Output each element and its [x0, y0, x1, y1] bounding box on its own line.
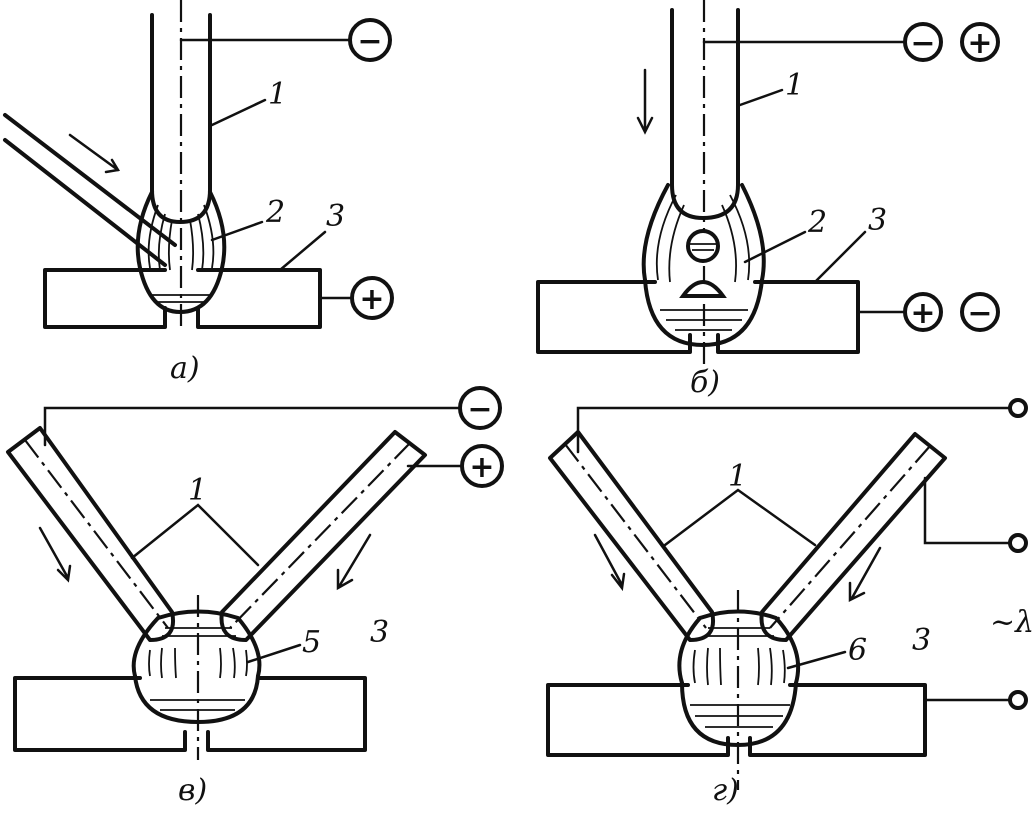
filler-wire-a [3, 113, 177, 267]
panel-b: − + + − 1 2 3 б) [536, 0, 1000, 400]
droplet-pool-icon [679, 280, 727, 298]
arc-outline-a [135, 190, 227, 270]
arc-lines-g [692, 627, 786, 686]
plus-icon [460, 444, 504, 488]
label-workpiece-a: 3 [326, 199, 345, 234]
terminal-icon [1008, 533, 1028, 553]
label-arc-b: 2 [807, 205, 827, 240]
label-arc-g: 6 [848, 633, 867, 668]
caption-g: г) [712, 773, 739, 808]
leader-1-b [738, 88, 784, 107]
electrode-a [150, 13, 212, 224]
feed-arrow-left-v [38, 526, 72, 583]
feed-arrow-a [68, 133, 121, 174]
electrode-left-v [6, 426, 175, 642]
leader-3-b [813, 230, 867, 284]
ac-symbol: ~λ [990, 605, 1034, 640]
label-arc-a: 2 [265, 195, 285, 230]
label-electrodes-g: 1 [728, 459, 747, 494]
arc-outline-v [131, 609, 262, 678]
label-electrodes-v: 1 [188, 473, 207, 508]
label-arc-v: 5 [302, 625, 321, 660]
panel-v: − + 1 5 3 в) [6, 386, 504, 808]
label-electrode-b: 1 [785, 68, 804, 103]
polarity-electrode-b-1: − [910, 26, 935, 61]
workpiece-a [43, 268, 322, 329]
droplet-lines [690, 243, 716, 251]
arc-lines-v [148, 627, 248, 679]
lead-left-g [576, 406, 1012, 454]
polarity-workpiece-b-1: + [910, 296, 935, 331]
minus-icon [458, 386, 502, 430]
axis-right-v [229, 442, 411, 629]
polarity-workpiece-b-2: − [967, 296, 992, 331]
terminal-icon [1008, 398, 1028, 418]
leader-5-v [246, 643, 302, 664]
leader-1-g [663, 488, 817, 547]
minus-icon [960, 292, 1000, 332]
caption-a: а) [170, 351, 200, 386]
feed-arrow-b [636, 68, 654, 135]
workpiece-v [13, 676, 367, 752]
feed-arrow-left-g [593, 533, 626, 592]
workpiece-g [546, 683, 927, 757]
minus-icon [903, 22, 943, 62]
feed-arrow-right-v [336, 533, 372, 591]
panel-a: − + 1 2 3 а) [3, 0, 394, 386]
label-workpiece-v: 3 [370, 615, 389, 650]
plus-icon [903, 292, 943, 332]
arc-outline-g [677, 609, 801, 685]
polarity-left-v: − [467, 392, 492, 427]
caption-v: в) [178, 773, 207, 808]
leader-6-g [786, 650, 847, 670]
label-workpiece-g: 3 [912, 623, 931, 658]
plus-icon [960, 22, 1000, 62]
panel-g: 1 6 3 ~λ г) [546, 398, 1034, 808]
leader-1-v [130, 503, 260, 567]
axis-left-v [24, 439, 169, 629]
label-workpiece-b: 3 [868, 203, 887, 238]
droplet-icon [686, 229, 720, 263]
leader-2-a [210, 220, 264, 242]
lead-left-v [43, 406, 460, 447]
polarity-electrode-b-2: + [967, 26, 992, 61]
terminal-icon [1008, 690, 1028, 710]
leader-2-b [743, 230, 807, 264]
arc-lines-a [147, 204, 215, 271]
polarity-workpiece-a: + [359, 282, 384, 317]
arc-outline-b [641, 183, 766, 282]
polarity-electrode-a: − [357, 24, 382, 59]
axis-right-g [769, 445, 931, 629]
electrode-right-v [219, 430, 427, 642]
electrode-left-g [548, 430, 715, 642]
axis-left-g [564, 443, 707, 629]
label-electrode-a: 1 [268, 77, 287, 112]
feed-arrow-right-g [848, 546, 882, 603]
caption-b: б) [690, 365, 720, 400]
leader-3-a [278, 230, 327, 272]
pool-lines-g [690, 704, 790, 728]
minus-icon [348, 18, 392, 62]
arc-lines-b [655, 194, 751, 283]
plus-icon [350, 276, 394, 320]
electrode-right-g [759, 432, 947, 642]
lead-right-g [923, 476, 1012, 545]
weld-pool-v [133, 674, 260, 724]
leader-1-a [210, 98, 267, 127]
polarity-right-v: + [469, 450, 494, 485]
